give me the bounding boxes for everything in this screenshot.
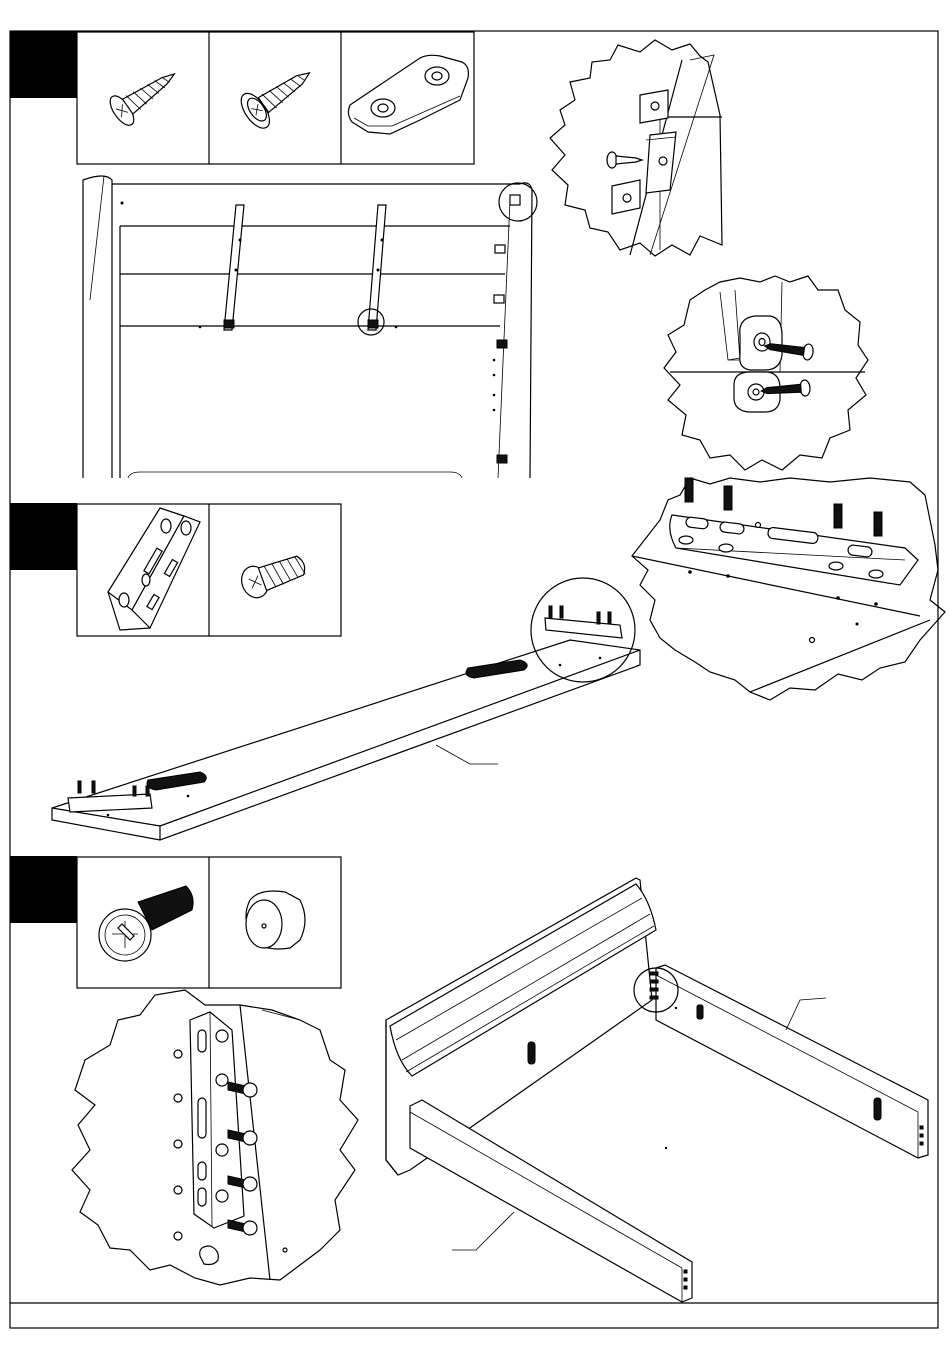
- machine-bolt-icon: [99, 886, 193, 961]
- plastic-cap-icon: [246, 891, 305, 949]
- detail-bubble-bracket-upper: [550, 40, 722, 256]
- detail-bubble-bolt-bracket: [72, 990, 358, 1285]
- detail-bubble-angle-bracket: [632, 478, 945, 700]
- plastic-connector-plate-icon: [348, 55, 468, 134]
- step-3-marker: [10, 856, 77, 923]
- wood-screw-washer-icon: [236, 57, 321, 133]
- detail-bubble-connector-plate: [664, 276, 868, 470]
- euro-screw-icon: [237, 549, 309, 601]
- headboard-frame-drawing: [83, 176, 537, 478]
- step-1-marker: [10, 31, 77, 98]
- step-2-marker: [10, 503, 77, 570]
- footer-band: [10, 1303, 938, 1328]
- wood-screw-icon: [106, 60, 184, 129]
- angle-bracket-icon: [108, 508, 200, 630]
- assembled-bed-drawing: [386, 878, 928, 1302]
